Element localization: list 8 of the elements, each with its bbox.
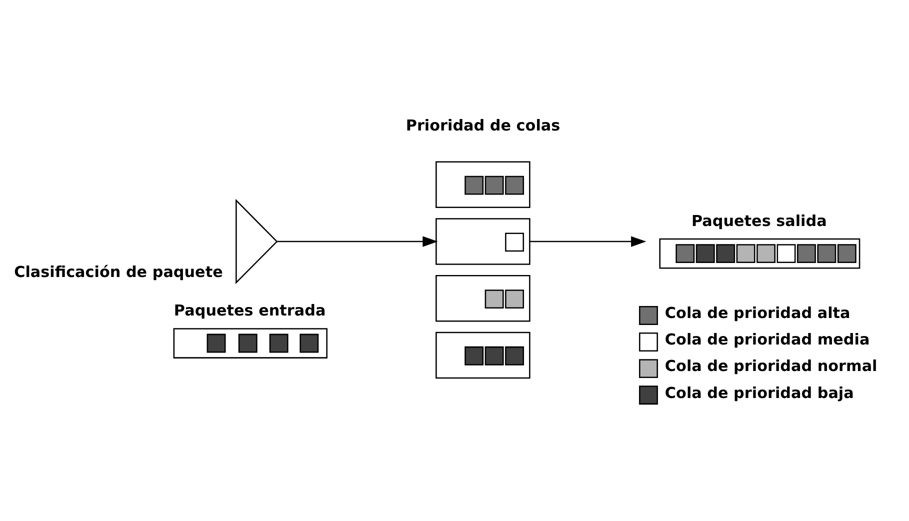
node-label: Paquetes salida <box>691 212 827 230</box>
legend-label: Cola de prioridad media <box>664 330 870 349</box>
legend-label: Cola de prioridad alta <box>664 304 850 322</box>
label: Prioridad de colas <box>406 116 560 134</box>
node-label: Paquetes entrada <box>174 302 326 320</box>
legend-label: Cola de prioridad normal <box>664 357 878 376</box>
legend-label: Cola de prioridad baja <box>664 384 854 402</box>
node-label: Clasificación de paquete <box>14 263 223 282</box>
